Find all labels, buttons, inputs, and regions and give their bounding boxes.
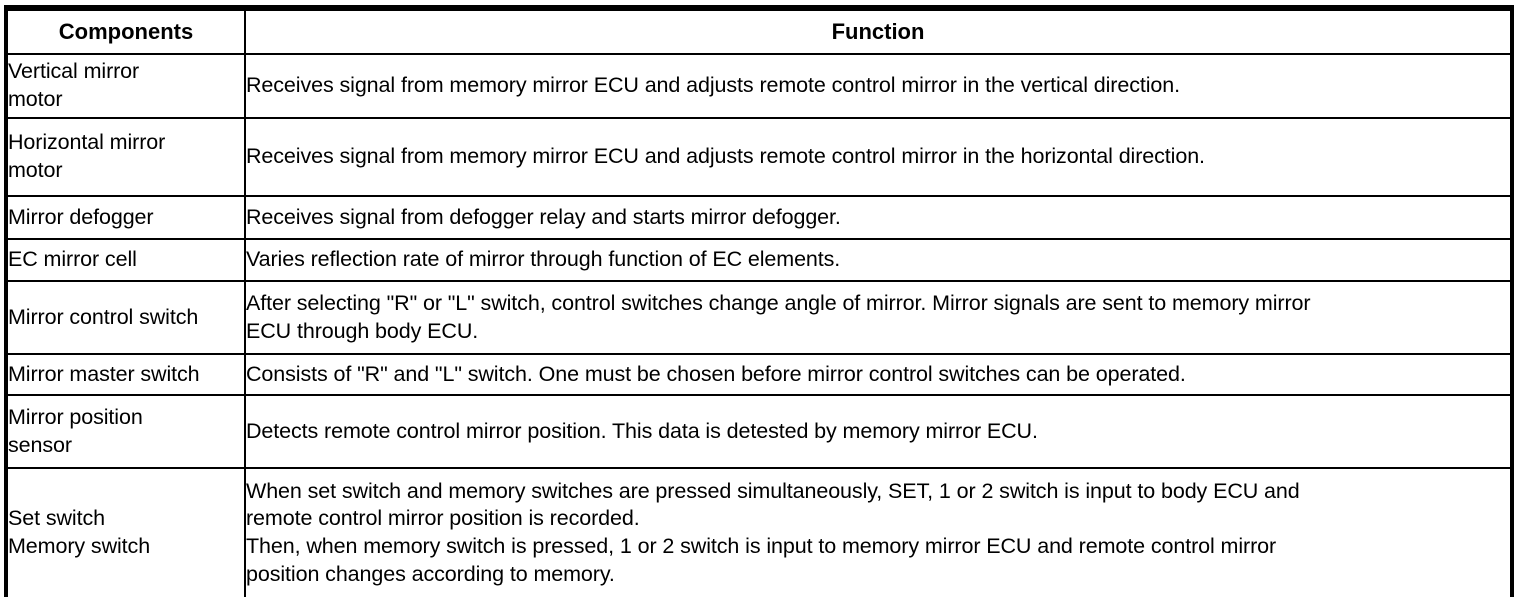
cell-function: Varies reflection rate of mirror through…: [244, 238, 1510, 282]
table-row: Mirror master switch Consists of "R" and…: [8, 353, 1510, 396]
table-row: Mirror defogger Receives signal from def…: [8, 195, 1510, 240]
spec-table-container: Components Function Vertical mirror moto…: [4, 5, 1514, 597]
cell-component: EC mirror cell: [8, 238, 246, 282]
table-header: Components Function: [8, 9, 1510, 55]
cell-component: Mirror control switch: [8, 280, 246, 355]
table-row: Mirror control switch After selecting "R…: [8, 280, 1510, 355]
table-row: Vertical mirror motor Receives signal fr…: [8, 53, 1510, 119]
column-header-components: Components: [8, 9, 246, 55]
cell-function: When set switch and memory switches are …: [244, 467, 1510, 597]
components-function-table: Components Function Vertical mirror moto…: [8, 9, 1510, 597]
table-header-row: Components Function: [8, 9, 1510, 55]
cell-function: Receives signal from defogger relay and …: [244, 195, 1510, 240]
cell-component: Set switch Memory switch: [8, 467, 246, 597]
table-body: Vertical mirror motor Receives signal fr…: [8, 53, 1510, 597]
column-header-function: Function: [244, 9, 1510, 55]
cell-component: Mirror defogger: [8, 195, 246, 240]
cell-component: Mirror position sensor: [8, 394, 246, 469]
cell-function: After selecting "R" or "L" switch, contr…: [244, 280, 1510, 355]
cell-function: Detects remote control mirror position. …: [244, 394, 1510, 469]
table-row: Set switch Memory switch When set switch…: [8, 467, 1510, 597]
cell-function: Receives signal from memory mirror ECU a…: [244, 53, 1510, 119]
cell-function: Consists of "R" and "L" switch. One must…: [244, 353, 1510, 396]
table-row: EC mirror cell Varies reflection rate of…: [8, 238, 1510, 282]
table-row: Horizontal mirror motor Receives signal …: [8, 117, 1510, 197]
cell-function: Receives signal from memory mirror ECU a…: [244, 117, 1510, 197]
table-row: Mirror position sensor Detects remote co…: [8, 394, 1510, 469]
cell-component: Vertical mirror motor: [8, 53, 246, 119]
cell-component: Mirror master switch: [8, 353, 246, 396]
cell-component: Horizontal mirror motor: [8, 117, 246, 197]
